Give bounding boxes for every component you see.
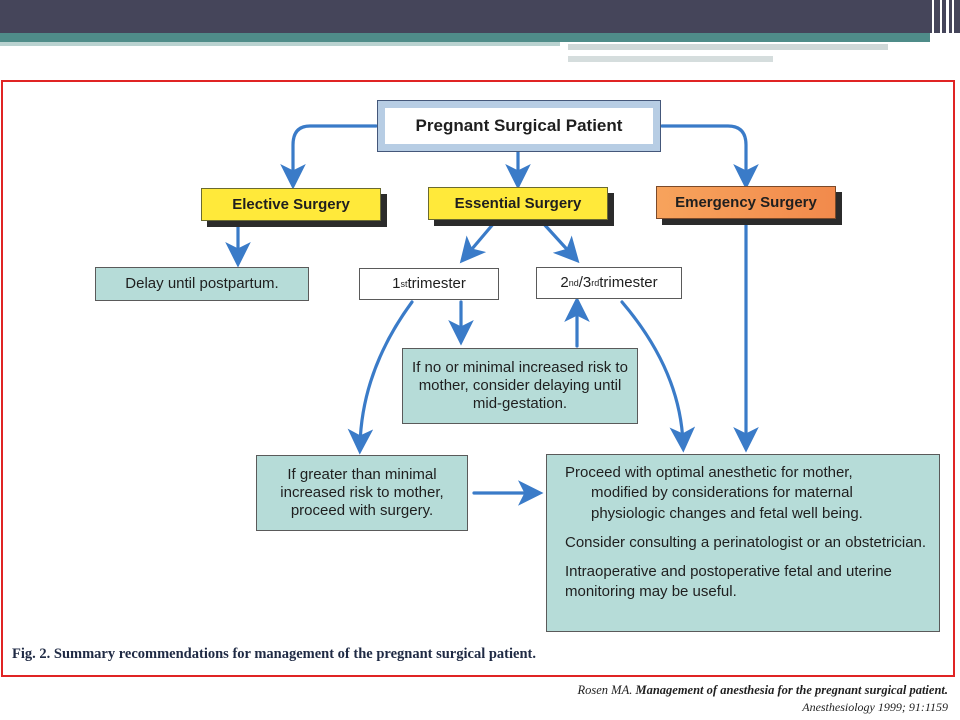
node-delay-postpartum: Delay until postpartum. [95, 267, 309, 301]
figure-caption: Fig. 2. Summary recommendations for mana… [12, 646, 536, 662]
slide-decor-stripes [928, 0, 960, 66]
slide-accent-bar [0, 33, 930, 42]
node-emergency-surgery: Emergency Surgery [656, 186, 836, 219]
slide-decor-line [568, 44, 888, 50]
final-text-1b: modified by considerations for maternal … [591, 484, 863, 522]
slide-header-bar [0, 0, 960, 33]
node-proceed-anesthetic: Proceed with optimal anesthetic for moth… [546, 454, 940, 632]
slide-accent-bar-light [0, 42, 560, 46]
citation-author: Rosen MA. [577, 683, 636, 697]
final-text-3: Intraoperative and postoperative fetal a… [565, 563, 892, 601]
node-essential-surgery: Essential Surgery [428, 187, 608, 220]
slide-decor-line [568, 56, 773, 62]
citation-line-1: Rosen MA. Management of anesthesia for t… [577, 683, 948, 698]
node-greater-risk: If greater than minimal increased risk t… [256, 455, 468, 531]
node-elective-surgery: Elective Surgery [201, 188, 381, 221]
root-node-pregnant-surgical-patient: Pregnant Surgical Patient [377, 100, 661, 152]
final-text-2: Consider consulting a perinatologist or … [565, 533, 927, 551]
node-minimal-risk: If no or minimal increased risk to mothe… [402, 348, 638, 424]
final-text-1a: Proceed with optimal anesthetic for moth… [565, 464, 853, 481]
citation-journal: Anesthesiology 1999; 91:1159 [802, 700, 948, 714]
citation-title: Management of anesthesia for the pregnan… [635, 683, 948, 697]
